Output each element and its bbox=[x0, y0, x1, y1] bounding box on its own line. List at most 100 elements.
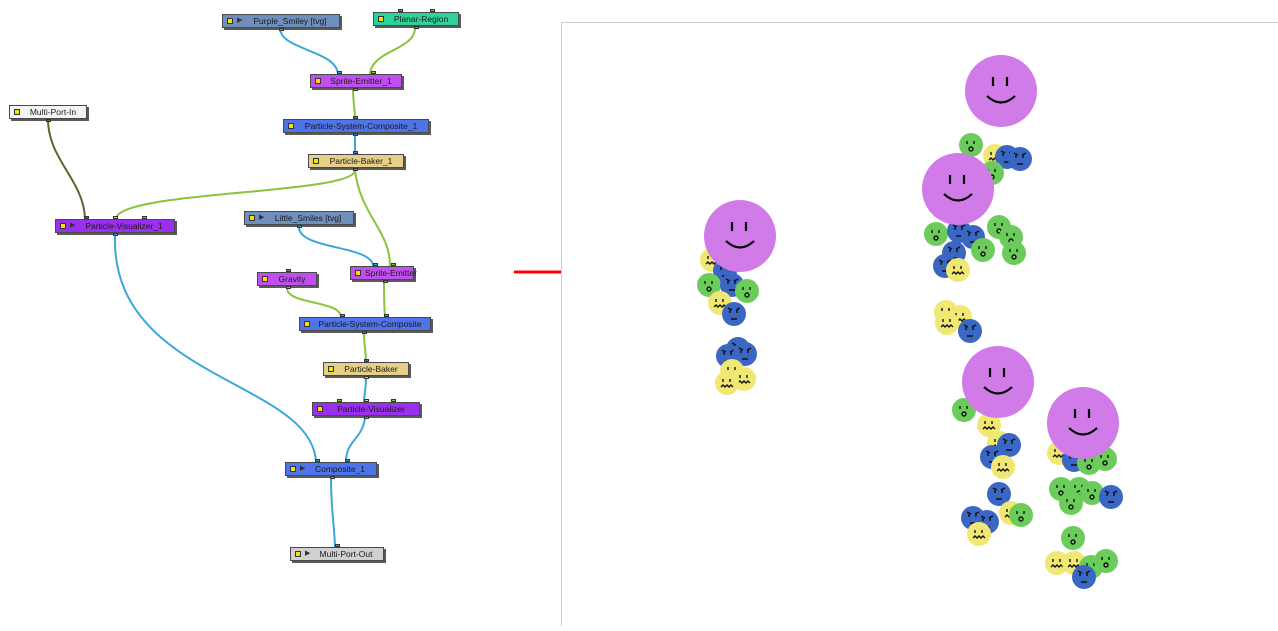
output-port[interactable] bbox=[364, 376, 369, 379]
enable-swatch-icon[interactable] bbox=[14, 109, 20, 115]
enable-swatch-icon[interactable] bbox=[227, 18, 233, 24]
node-label: Particle-Visualizer_1 bbox=[85, 221, 163, 231]
little-smiley-sprite bbox=[735, 279, 759, 303]
input-port[interactable] bbox=[337, 71, 342, 74]
play-icon: ▶ bbox=[237, 17, 243, 24]
node-particle-visualizer-1[interactable]: ▶ Particle-Visualizer_1 bbox=[55, 216, 175, 236]
node-label: Particle-Baker_1 bbox=[329, 156, 393, 166]
input-port[interactable] bbox=[430, 9, 435, 12]
purple-smiley-sprite bbox=[965, 55, 1037, 127]
input-port[interactable] bbox=[353, 151, 358, 154]
node-gravity[interactable]: Gravity bbox=[257, 269, 317, 289]
enable-swatch-icon[interactable] bbox=[304, 321, 310, 327]
output-port[interactable] bbox=[383, 280, 388, 283]
node-multi-port-in[interactable]: Multi-Port-In bbox=[9, 105, 87, 122]
play-icon: ▶ bbox=[300, 465, 306, 472]
enable-swatch-icon[interactable] bbox=[290, 466, 296, 472]
input-port[interactable] bbox=[142, 216, 147, 219]
input-port[interactable] bbox=[398, 9, 403, 12]
input-port[interactable] bbox=[373, 263, 378, 266]
node-particle-baker-1[interactable]: Particle-Baker_1 bbox=[308, 151, 404, 171]
little-smiley-sprite bbox=[1061, 526, 1085, 550]
node-particle-system-composite[interactable]: Particle-System-Composite bbox=[299, 314, 431, 334]
input-port[interactable] bbox=[391, 263, 396, 266]
enable-swatch-icon[interactable] bbox=[60, 223, 66, 229]
enable-swatch-icon[interactable] bbox=[262, 276, 268, 282]
output-port[interactable] bbox=[330, 476, 335, 479]
enable-swatch-icon[interactable] bbox=[315, 78, 321, 84]
wire bbox=[354, 169, 391, 267]
output-port[interactable] bbox=[297, 225, 302, 228]
node-label: Particle-Visualizer bbox=[337, 404, 405, 414]
input-port[interactable] bbox=[337, 399, 342, 402]
little-smiley-sprite bbox=[1094, 549, 1118, 573]
input-port[interactable] bbox=[84, 216, 89, 219]
little-smiley-sprite bbox=[991, 455, 1015, 479]
node-composite-1[interactable]: ▶ Composite_1 bbox=[285, 459, 377, 479]
output-port[interactable] bbox=[353, 168, 358, 171]
node-label: Composite_1 bbox=[314, 464, 366, 474]
input-port[interactable] bbox=[391, 399, 396, 402]
wire bbox=[369, 27, 416, 75]
little-smiley-sprite bbox=[722, 302, 746, 326]
node-label: Multi-Port-In bbox=[29, 107, 77, 117]
node-little-smiles[interactable]: ▶ Little_Smiles [tvg] bbox=[244, 211, 354, 228]
output-port[interactable] bbox=[414, 26, 419, 29]
node-particle-visualizer[interactable]: Particle-Visualizer bbox=[312, 399, 420, 419]
input-port[interactable] bbox=[315, 459, 320, 462]
output-port[interactable] bbox=[353, 88, 358, 91]
enable-swatch-icon[interactable] bbox=[313, 158, 319, 164]
node-particle-baker[interactable]: Particle-Baker bbox=[323, 359, 409, 379]
wire bbox=[352, 89, 356, 120]
input-port[interactable] bbox=[353, 116, 358, 119]
node-label: Planar-Region bbox=[393, 14, 449, 24]
output-port[interactable] bbox=[286, 286, 291, 289]
little-smiley-sprite bbox=[1002, 241, 1026, 265]
input-port[interactable] bbox=[371, 71, 376, 74]
input-port[interactable] bbox=[335, 544, 340, 547]
enable-swatch-icon[interactable] bbox=[355, 270, 361, 276]
enable-swatch-icon[interactable] bbox=[328, 366, 334, 372]
node-multi-port-out[interactable]: ▶ Multi-Port-Out bbox=[290, 544, 384, 561]
input-port[interactable] bbox=[286, 269, 291, 272]
input-port[interactable] bbox=[384, 314, 389, 317]
input-port[interactable] bbox=[340, 314, 345, 317]
little-smiley-sprite bbox=[1080, 481, 1104, 505]
input-port[interactable] bbox=[345, 459, 350, 462]
node-particle-system-composite-1[interactable]: Particle-System-Composite_1 bbox=[283, 116, 429, 136]
output-port[interactable] bbox=[353, 133, 358, 136]
little-smiley-sprite bbox=[971, 238, 995, 262]
little-smiley-sprite bbox=[946, 258, 970, 282]
little-smiley-sprite bbox=[733, 342, 757, 366]
node-label: Purple_Smiley [tvg] bbox=[253, 16, 327, 26]
output-port[interactable] bbox=[279, 28, 284, 31]
enable-swatch-icon[interactable] bbox=[288, 123, 294, 129]
enable-swatch-icon[interactable] bbox=[378, 16, 384, 22]
purple-smiley-sprite bbox=[922, 153, 994, 225]
output-port[interactable] bbox=[364, 416, 369, 419]
little-smiley-sprite bbox=[935, 311, 959, 335]
output-port[interactable] bbox=[362, 331, 367, 334]
wire bbox=[115, 169, 356, 220]
little-smiley-sprite bbox=[1009, 503, 1033, 527]
render-preview-panel bbox=[561, 22, 1278, 626]
node-planar-region[interactable]: Planar-Region bbox=[373, 9, 459, 29]
enable-swatch-icon[interactable] bbox=[317, 406, 323, 412]
input-port[interactable] bbox=[364, 359, 369, 362]
input-port[interactable] bbox=[113, 216, 118, 219]
node-purple-smiley[interactable]: ▶ Purple_Smiley [tvg] bbox=[222, 14, 340, 31]
enable-swatch-icon[interactable] bbox=[249, 215, 255, 221]
little-smiley-sprite bbox=[1059, 491, 1083, 515]
input-port[interactable] bbox=[364, 399, 369, 402]
node-sprite-emitter-1[interactable]: Sprite-Emitter_1 bbox=[310, 71, 402, 91]
node-label: Particle-System-Composite_1 bbox=[304, 121, 418, 131]
little-smiley-sprite bbox=[997, 433, 1021, 457]
node-label: Particle-System-Composite bbox=[318, 319, 422, 329]
output-port[interactable] bbox=[46, 119, 51, 122]
node-sprite-emitter[interactable]: Sprite-Emitter bbox=[350, 263, 417, 283]
output-port[interactable] bbox=[113, 233, 118, 236]
node-label: Sprite-Emitter bbox=[365, 268, 417, 278]
play-icon: ▶ bbox=[259, 214, 265, 221]
enable-swatch-icon[interactable] bbox=[295, 551, 301, 557]
wire bbox=[113, 234, 317, 463]
